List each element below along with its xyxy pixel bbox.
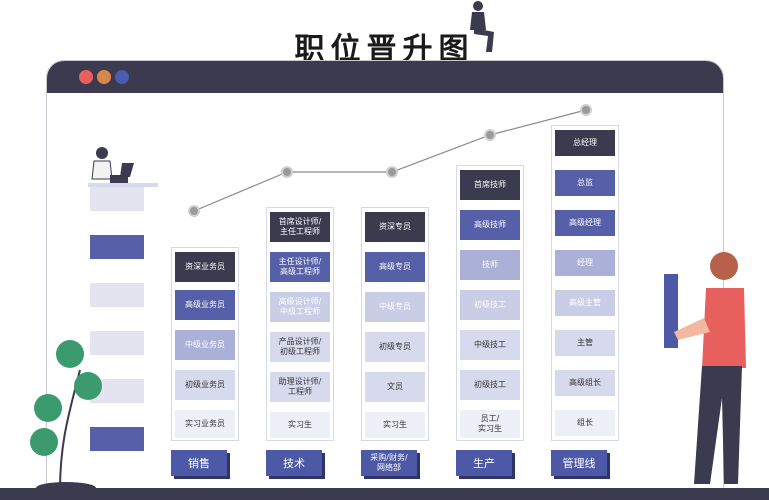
column-label-sales[interactable]: 销售 (171, 450, 227, 476)
level-cell: 初级技工 (460, 290, 520, 320)
career-column-production: 首席技师 高级技师 技师 初级技工 中级技工 初级技工 员工/实习生 (456, 165, 524, 441)
level-cell: 总监 (555, 170, 615, 196)
column-label-management[interactable]: 管理线 (551, 450, 607, 476)
level-cell: 高级技师 (460, 210, 520, 240)
level-cell: 资深业务员 (175, 252, 235, 282)
level-cell: 中级业务员 (175, 330, 235, 360)
level-cell: 主管 (555, 330, 615, 356)
decor-bar (90, 283, 144, 307)
level-cell: 高级业务员 (175, 290, 235, 320)
close-dot-icon[interactable] (79, 70, 93, 84)
level-cell: 高级经理 (555, 210, 615, 236)
step-node (281, 166, 293, 178)
column-label-tech[interactable]: 技术 (266, 450, 322, 476)
step-node (188, 205, 200, 217)
level-cell: 资深专员 (365, 212, 425, 242)
level-cell: 高级主管 (555, 290, 615, 316)
level-cell: 初级专员 (365, 332, 425, 362)
person-with-laptop-illustration (88, 147, 158, 187)
level-cell: 初级业务员 (175, 370, 235, 400)
level-cell: 初级技工 (460, 370, 520, 400)
level-cell: 高级设计师/中级工程师 (270, 292, 330, 322)
person-sitting-illustration (470, 1, 494, 52)
window-title-bar (47, 61, 723, 93)
career-column-tech: 首席设计师/主任工程师 主任设计师/高级工程师 高级设计师/中级工程师 产品设计… (266, 207, 334, 441)
level-cell: 高级组长 (555, 370, 615, 396)
level-cell: 实习生 (365, 412, 425, 438)
level-cell: 经理 (555, 250, 615, 276)
level-cell: 产品设计师/初级工程师 (270, 332, 330, 362)
maximize-dot-icon[interactable] (115, 70, 129, 84)
level-cell: 员工/实习生 (460, 410, 520, 438)
level-cell: 助理设计师/工程师 (270, 372, 330, 402)
level-cell: 实习生 (270, 412, 330, 438)
career-column-sales: 资深业务员 高级业务员 中级业务员 初级业务员 实习业务员 (171, 247, 239, 441)
level-cell: 首席设计师/主任工程师 (270, 212, 330, 242)
level-cell: 技师 (460, 250, 520, 280)
decor-bar (90, 427, 144, 451)
step-node (580, 104, 592, 116)
decor-bar (90, 235, 144, 259)
person-holding-bar-illustration (664, 252, 746, 484)
level-cell: 高级专员 (365, 252, 425, 282)
level-cell: 首席技师 (460, 170, 520, 200)
step-node (386, 166, 398, 178)
career-column-management: 总经理 总监 高级经理 经理 高级主管 主管 高级组长 组长 (551, 125, 619, 441)
level-cell: 实习业务员 (175, 410, 235, 438)
level-cell: 总经理 (555, 130, 615, 156)
level-cell: 组长 (555, 410, 615, 436)
minimize-dot-icon[interactable] (97, 70, 111, 84)
career-column-admin: 资深专员 高级专员 中级专员 初级专员 文员 实习生 (361, 207, 429, 441)
step-node (484, 129, 496, 141)
column-label-production[interactable]: 生产 (456, 450, 512, 476)
level-cell: 文员 (365, 372, 425, 402)
level-cell: 中级技工 (460, 330, 520, 360)
decor-bar (90, 187, 144, 211)
level-cell: 主任设计师/高级工程师 (270, 252, 330, 282)
column-label-admin[interactable]: 采购/财务/网络部 (361, 450, 417, 476)
level-cell: 中级专员 (365, 292, 425, 322)
floor-bar (0, 488, 769, 500)
decor-bar (90, 331, 144, 355)
